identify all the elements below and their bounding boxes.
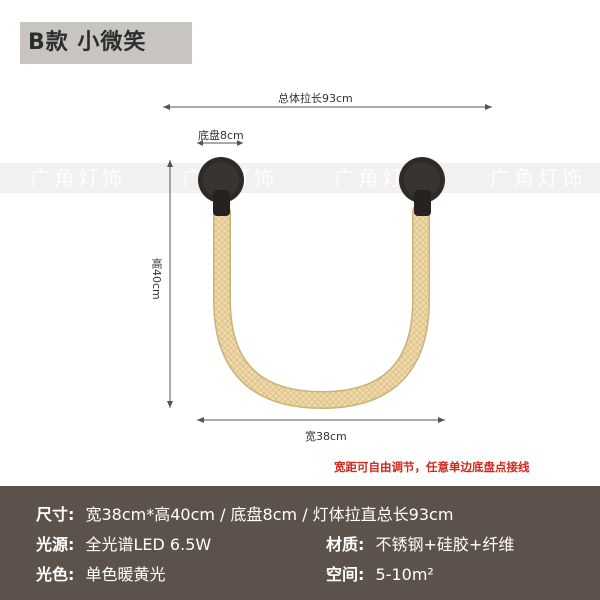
- spec-key: 尺寸:: [36, 505, 75, 524]
- right-base-plate: [399, 157, 445, 216]
- wiring-note: 宽距可自由调节，任意单边底盘点接线: [334, 460, 530, 474]
- width-dimension: [197, 417, 445, 423]
- spec-value: 5-10m²: [375, 565, 434, 584]
- spec-key: 光色:: [36, 565, 75, 584]
- height-dimension: [167, 160, 173, 408]
- base-dimension: [197, 140, 243, 146]
- spec-light-row: 光源: 全光谱LED 6.5W: [36, 530, 211, 560]
- spec-value: 不锈钢+硅胶+纤维: [375, 535, 515, 554]
- width-label: 宽38cm: [305, 430, 347, 443]
- spec-space-row: 空间: 5-10m²: [326, 560, 434, 590]
- spec-material-row: 材质: 不锈钢+硅胶+纤维: [326, 530, 514, 560]
- spec-color-row: 光色: 单色暖黄光: [36, 560, 166, 590]
- left-base-plate: [198, 157, 244, 216]
- spec-key: 空间:: [326, 565, 365, 584]
- total-length-label: 总体拉长93cm: [278, 92, 353, 105]
- spec-panel: 尺寸: 宽38cm*高40cm / 底盘8cm / 灯体拉直总长93cm 光源:…: [0, 486, 600, 600]
- title-badge: B款 小微笑: [20, 22, 192, 64]
- watermark-band: [0, 163, 600, 193]
- product-diagram: [163, 104, 492, 423]
- watermark-text: 广角灯饰: [490, 166, 586, 190]
- total-length-dimension: [163, 104, 492, 110]
- spec-value: 单色暖黄光: [85, 565, 166, 584]
- spec-key: 光源:: [36, 535, 75, 554]
- height-label: 高40cm: [150, 258, 163, 300]
- watermark-text: 广角灯饰: [30, 166, 126, 190]
- spec-size-row: 尺寸: 宽38cm*高40cm / 底盘8cm / 灯体拉直总长93cm: [36, 500, 453, 530]
- spec-value: 全光谱LED 6.5W: [85, 535, 212, 554]
- base-label: 底盘8cm: [198, 129, 244, 142]
- spec-value: 宽38cm*高40cm / 底盘8cm / 灯体拉直总长93cm: [85, 505, 454, 524]
- spec-key: 材质:: [326, 535, 365, 554]
